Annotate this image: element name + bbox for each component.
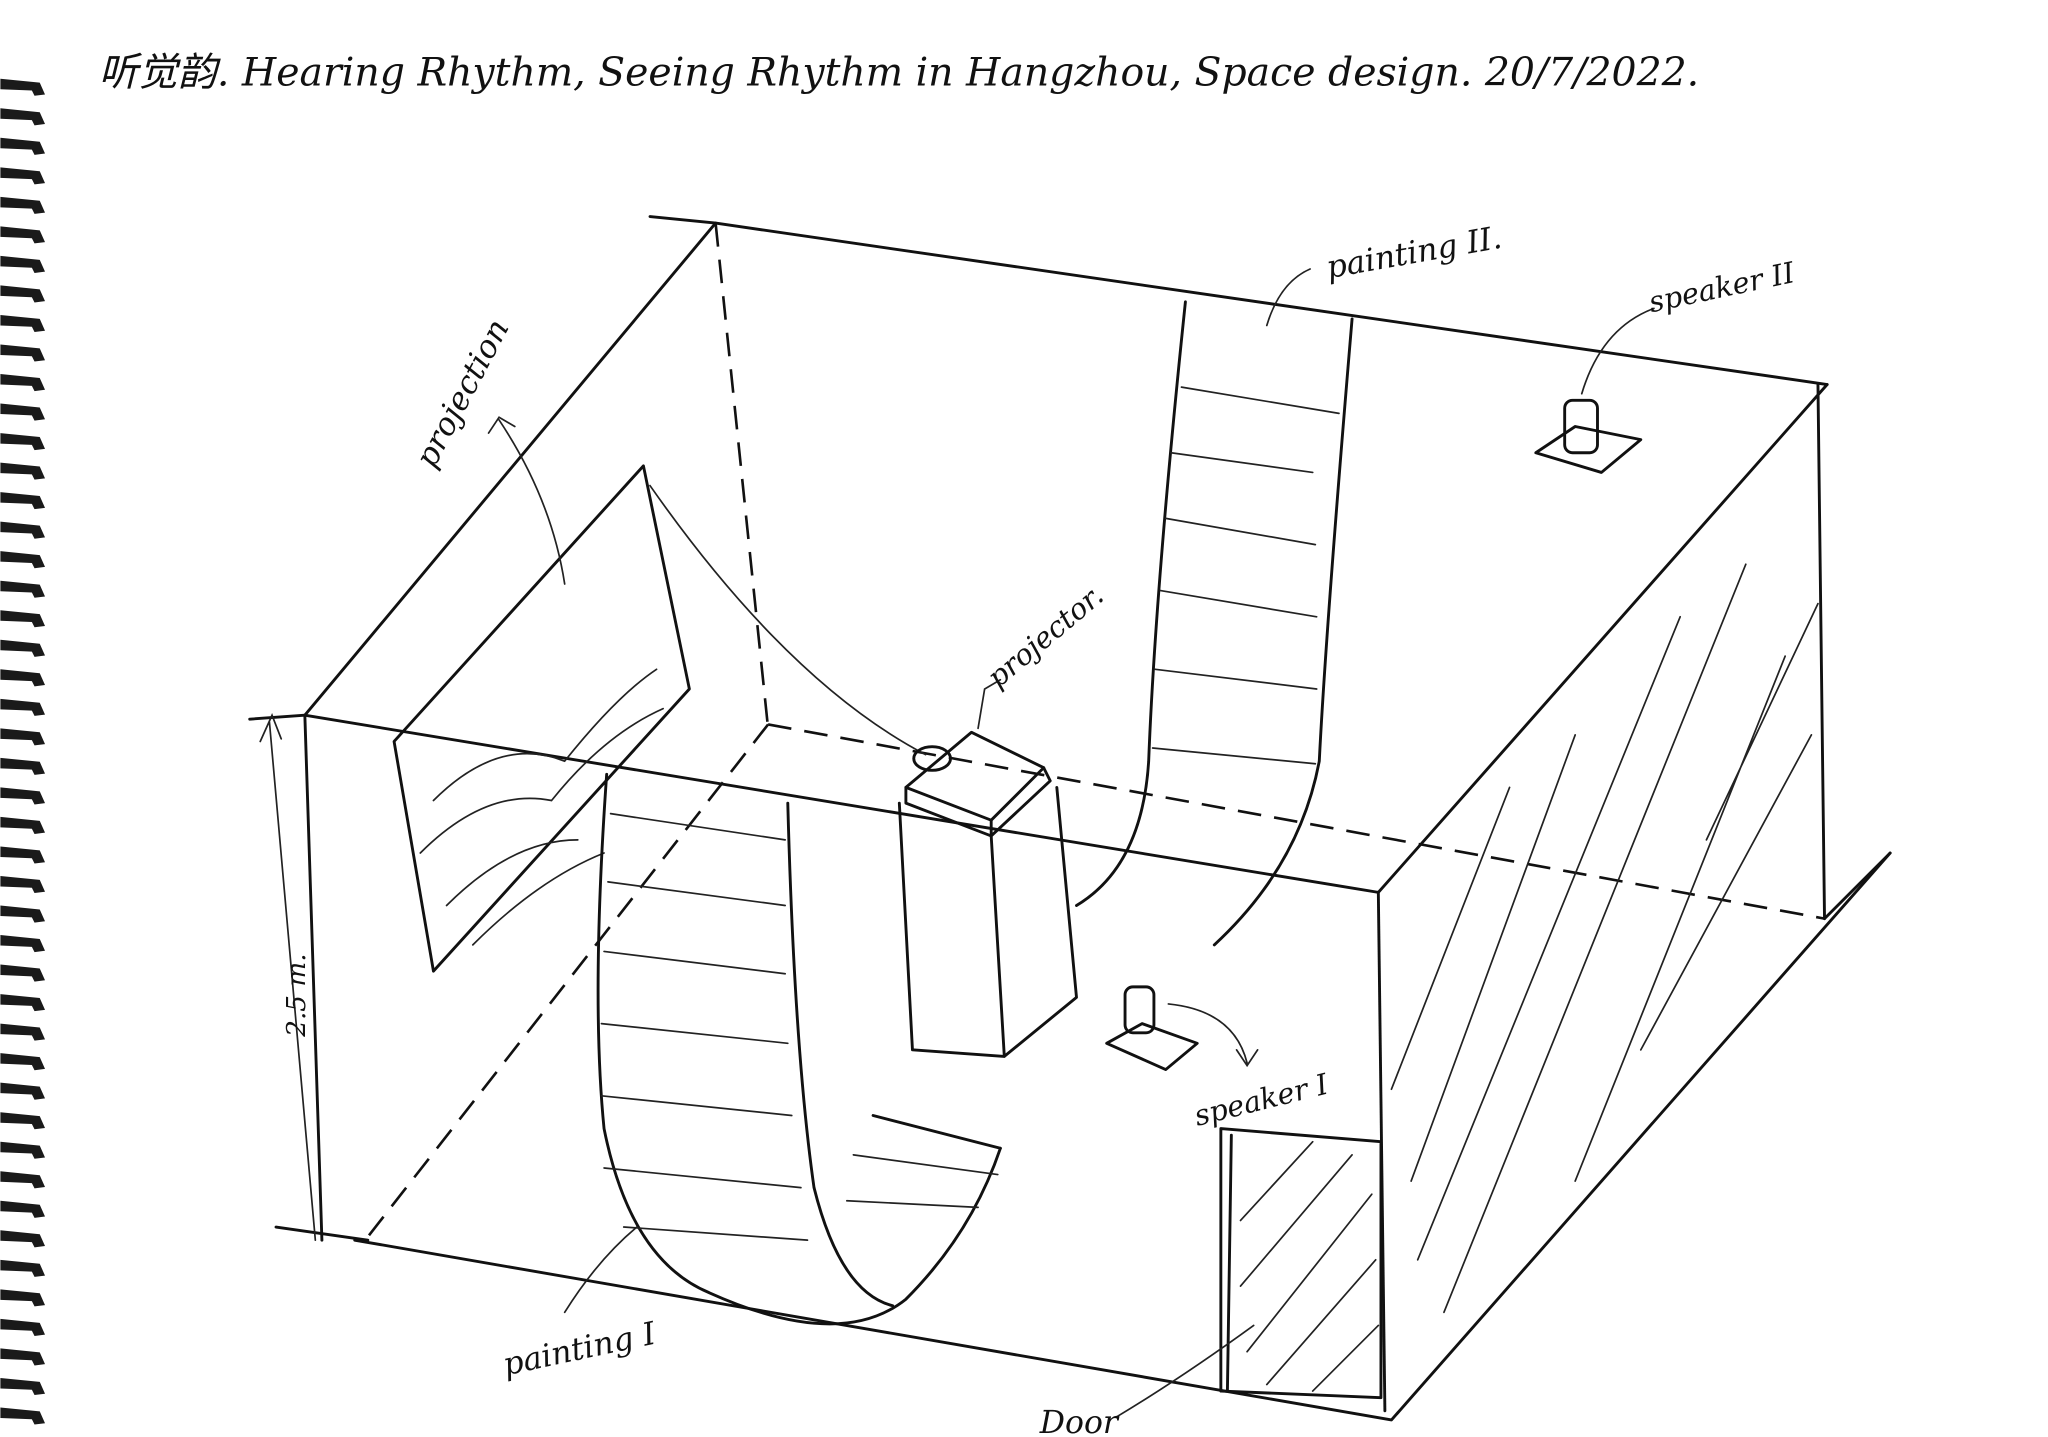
painting-1-strip: painting I bbox=[500, 772, 1002, 1384]
painting-2-label: painting II. bbox=[1324, 220, 1505, 286]
binding-coil bbox=[0, 639, 46, 657]
right-wall-hatching bbox=[1390, 563, 1819, 1314]
binding-coil bbox=[0, 728, 46, 746]
projector-label: projector. bbox=[980, 578, 1110, 694]
binding-coil bbox=[0, 314, 46, 333]
binding-coil bbox=[0, 167, 46, 185]
binding-coil bbox=[0, 374, 46, 392]
height-dimension: 2.5 m. bbox=[259, 713, 317, 1242]
projection-screen: projection bbox=[392, 313, 927, 973]
spiral-binding bbox=[0, 78, 46, 1425]
binding-coil bbox=[0, 344, 46, 362]
binding-coil bbox=[0, 1377, 46, 1396]
binding-coil bbox=[0, 994, 46, 1012]
binding-coil bbox=[0, 816, 46, 834]
binding-coil bbox=[0, 580, 46, 598]
binding-coil bbox=[0, 137, 46, 155]
binding-coil bbox=[0, 935, 46, 953]
binding-coil bbox=[0, 1053, 46, 1071]
room-box bbox=[248, 215, 1892, 1422]
binding-coil bbox=[0, 1348, 46, 1366]
binding-coil bbox=[0, 196, 46, 214]
binding-coil bbox=[0, 698, 46, 716]
binding-coil bbox=[0, 757, 46, 775]
binding-coil bbox=[0, 1171, 46, 1189]
speaker-2: speaker II bbox=[1534, 255, 1798, 474]
binding-coil bbox=[0, 433, 46, 451]
binding-coil bbox=[0, 1023, 46, 1041]
painting-1-label: painting I bbox=[500, 1316, 660, 1384]
speaker-1: speaker I bbox=[1105, 985, 1332, 1133]
binding-coil bbox=[0, 108, 46, 126]
binding-coil bbox=[0, 226, 46, 244]
binding-coil bbox=[0, 964, 46, 982]
binding-coil bbox=[0, 1289, 46, 1307]
binding-coil bbox=[0, 1141, 46, 1159]
binding-coil bbox=[0, 1200, 46, 1218]
projection-label: projection bbox=[409, 313, 517, 473]
height-label: 2.5 m. bbox=[282, 953, 312, 1037]
binding-coil bbox=[0, 787, 46, 805]
binding-coil bbox=[0, 462, 46, 480]
binding-coil bbox=[0, 875, 46, 894]
binding-coil bbox=[0, 551, 46, 569]
binding-coil bbox=[0, 492, 46, 510]
binding-coil bbox=[0, 1318, 46, 1336]
binding-coil bbox=[0, 1259, 46, 1277]
door-label: Door bbox=[1039, 1405, 1120, 1437]
binding-coil bbox=[0, 255, 46, 273]
binding-coil bbox=[0, 1407, 46, 1425]
floor-edge bbox=[1823, 851, 1892, 921]
binding-coil bbox=[0, 669, 46, 687]
binding-coil bbox=[0, 905, 46, 923]
binding-coil bbox=[0, 1230, 46, 1248]
binding-coil bbox=[0, 610, 46, 628]
binding-coil bbox=[0, 1082, 46, 1100]
binding-coil bbox=[0, 285, 46, 303]
binding-coil bbox=[0, 78, 46, 96]
sketch-title: 听觉韵. Hearing Rhythm, Seeing Rhythm in Ha… bbox=[99, 49, 1699, 95]
binding-coil bbox=[0, 403, 46, 421]
door: Door bbox=[1039, 1127, 1383, 1437]
speaker-2-label: speaker II bbox=[1646, 255, 1798, 319]
binding-coil bbox=[0, 846, 46, 864]
binding-coil bbox=[0, 521, 46, 539]
speaker-1-label: speaker I bbox=[1191, 1067, 1332, 1133]
binding-coil bbox=[0, 1112, 46, 1130]
